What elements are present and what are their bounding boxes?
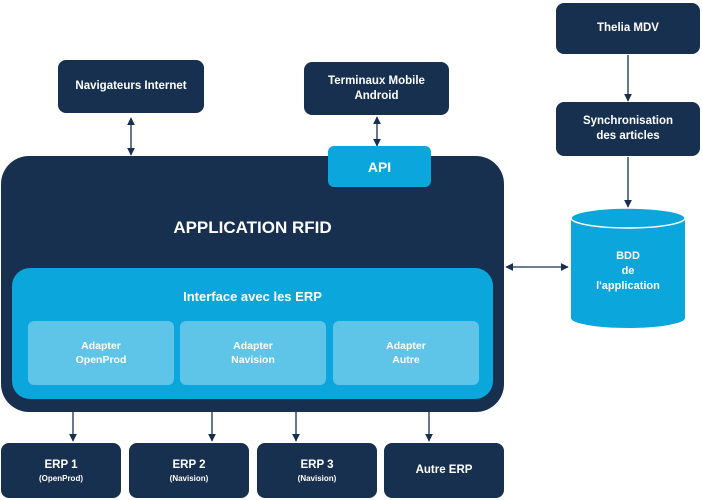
erp3-label: ERP 3 xyxy=(300,458,334,471)
erp2-sublabel: (Navision) xyxy=(169,473,209,483)
bdd-line3: l'application xyxy=(596,279,660,292)
application-rfid-title-text: APPLICATION RFID xyxy=(173,218,332,237)
adapter-autre-line1: Adapter xyxy=(386,340,426,352)
synchronisation-line1: Synchronisation xyxy=(582,115,674,127)
adapter-navision-line1: Adapter xyxy=(233,340,273,352)
adapter-openprod-line2: OpenProd xyxy=(75,354,127,366)
erp3-sublabel: (Navision) xyxy=(297,473,337,483)
api-box: API xyxy=(328,146,431,187)
erp1-box: ERP 1 (OpenProd) xyxy=(1,443,121,498)
navigateurs-internet-box: Navigateurs Internet xyxy=(58,60,204,113)
application-rfid-title: APPLICATION RFID xyxy=(1,215,504,241)
terminaux-mobile-line1: Terminaux Mobile xyxy=(328,74,425,87)
erp2-box: ERP 2 (Navision) xyxy=(129,443,249,498)
adapter-openprod-line1: Adapter xyxy=(81,340,121,352)
synchronisation-line2: des articles xyxy=(596,130,660,142)
navigateurs-internet-label: Navigateurs Internet xyxy=(75,80,187,92)
bdd-line2: de xyxy=(621,264,635,277)
autre-erp-box: Autre ERP xyxy=(384,443,504,498)
bdd-cylinder xyxy=(570,207,686,328)
interface-erp-title-text: Interface avec les ERP xyxy=(183,288,322,304)
erp2-label: ERP 2 xyxy=(172,458,206,471)
erp1-sublabel: (OpenProd) xyxy=(39,473,83,483)
erp1-label: ERP 1 xyxy=(44,458,78,471)
thelia-mdv-box: Thelia MDV xyxy=(556,3,700,54)
adapter-navision-box: Adapter Navision xyxy=(180,321,326,385)
thelia-mdv-label: Thelia MDV xyxy=(597,22,659,34)
adapter-autre-box: Adapter Autre xyxy=(333,321,479,385)
autre-erp-label: Autre ERP xyxy=(415,464,473,476)
terminaux-mobile-line2: Android xyxy=(354,89,399,102)
adapter-openprod-box: Adapter OpenProd xyxy=(28,321,174,385)
bdd-line1: BDD xyxy=(616,249,640,262)
api-label: API xyxy=(367,158,392,175)
adapter-navision-line2: Navision xyxy=(231,354,275,366)
synchronisation-box: Synchronisation des articles xyxy=(556,102,700,156)
adapter-autre-line2: Autre xyxy=(392,354,420,366)
terminaux-mobile-box: Terminaux Mobile Android xyxy=(304,62,449,115)
bdd-label: BDD de l'application xyxy=(571,240,685,302)
interface-erp-title: Interface avec les ERP xyxy=(12,284,493,308)
erp3-box: ERP 3 (Navision) xyxy=(257,443,377,498)
